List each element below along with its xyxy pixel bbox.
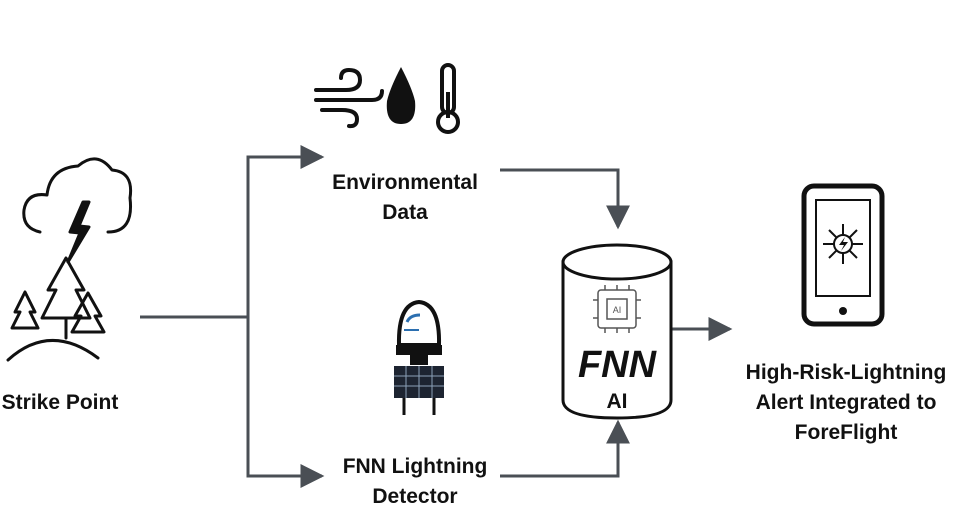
- database-cylinder-icon: [561, 243, 673, 420]
- ai-chip-text: AI: [613, 305, 622, 315]
- connector-detector-to-fnn: [500, 419, 630, 478]
- wind-icon: [314, 67, 384, 129]
- connector-environmental-to-fnn: [500, 168, 630, 230]
- detector-label-line2: Detector: [372, 485, 458, 508]
- ai-chip-icon: [593, 285, 641, 333]
- fnn-brand-label: FNN: [578, 344, 658, 386]
- connector-split-to-environmental: [246, 145, 325, 317]
- lightning-detector-icon: [394, 299, 444, 415]
- fnn-detector-label: FNN Lightning Detector: [330, 452, 500, 512]
- connector-split-to-detector: [246, 317, 325, 488]
- alert-label-line1: High-Risk-Lightning: [745, 361, 947, 384]
- water-drop-icon: [386, 67, 416, 124]
- alert-label: High-Risk-Lightning Alert Integrated to …: [735, 358, 957, 448]
- storm-icon: [6, 157, 133, 362]
- detector-label-line1: FNN Lightning: [342, 455, 488, 478]
- thermometer-icon: [436, 63, 460, 134]
- alert-label-line2: Alert Integrated to: [755, 391, 937, 414]
- connectors: [140, 145, 733, 488]
- tablet-alert-icon: [801, 183, 885, 327]
- fnn-ai-label: AI: [607, 390, 628, 413]
- environmental-data-label: Environmental Data: [325, 168, 485, 228]
- alert-label-line3: ForeFlight: [794, 421, 898, 444]
- environmental-label-line2: Data: [382, 201, 428, 224]
- strike-point-label: Strike Point: [1, 391, 119, 414]
- environmental-label-line1: Environmental: [332, 171, 478, 194]
